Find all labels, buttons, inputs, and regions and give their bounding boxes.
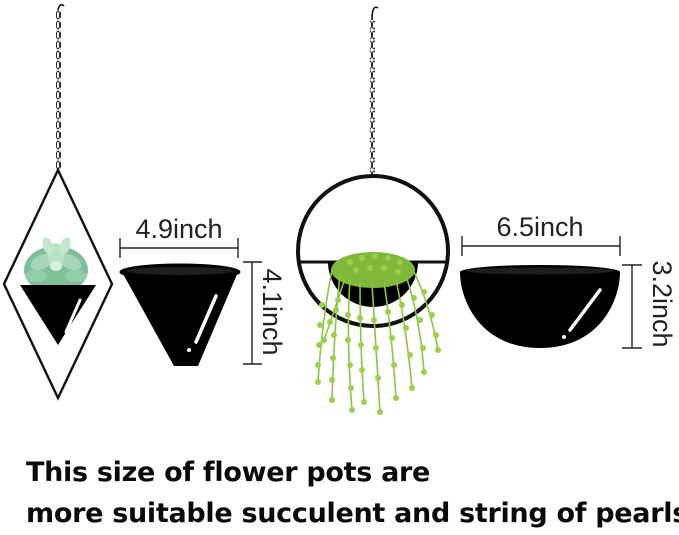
diamond-frame: [2, 167, 114, 401]
round-hanging-chain: [370, 20, 375, 176]
caption: This size of flower pots are more suitab…: [26, 452, 679, 534]
caption-line-1: This size of flower pots are: [26, 457, 431, 488]
caption-line-2: more suitable succulent and string of pe…: [26, 498, 679, 529]
round-hanging-hook: [371, 6, 379, 21]
succulent-plant: [24, 237, 88, 294]
string-of-pearls-plant: [315, 252, 441, 415]
diamond-pot: [20, 285, 96, 345]
bowl-pot-body: [460, 272, 620, 348]
round-frame-ring: [296, 174, 450, 328]
bowl-pot: 6.5inch 3.2inch: [460, 212, 677, 349]
diamond-hanging-planter: [2, 3, 114, 401]
round-hanging-planter: [296, 6, 450, 415]
hanging-chain: [56, 10, 61, 170]
bowl-width-label: 6.5inch: [496, 212, 583, 242]
cone-pot-body: [122, 272, 238, 366]
bowl-height-label: 3.2inch: [647, 260, 677, 347]
cone-width-label: 4.9inch: [135, 214, 222, 244]
product-illustration: 4.9inch 4.1inch: [2, 3, 677, 415]
cone-pot: 4.9inch 4.1inch: [119, 214, 287, 366]
hanging-hook: [57, 3, 65, 11]
bowl-pot-highlight: [568, 288, 602, 332]
cone-height-label: 4.1inch: [257, 268, 287, 355]
diamond-pot-highlight: [64, 298, 82, 334]
cone-pot-highlight: [194, 294, 218, 344]
